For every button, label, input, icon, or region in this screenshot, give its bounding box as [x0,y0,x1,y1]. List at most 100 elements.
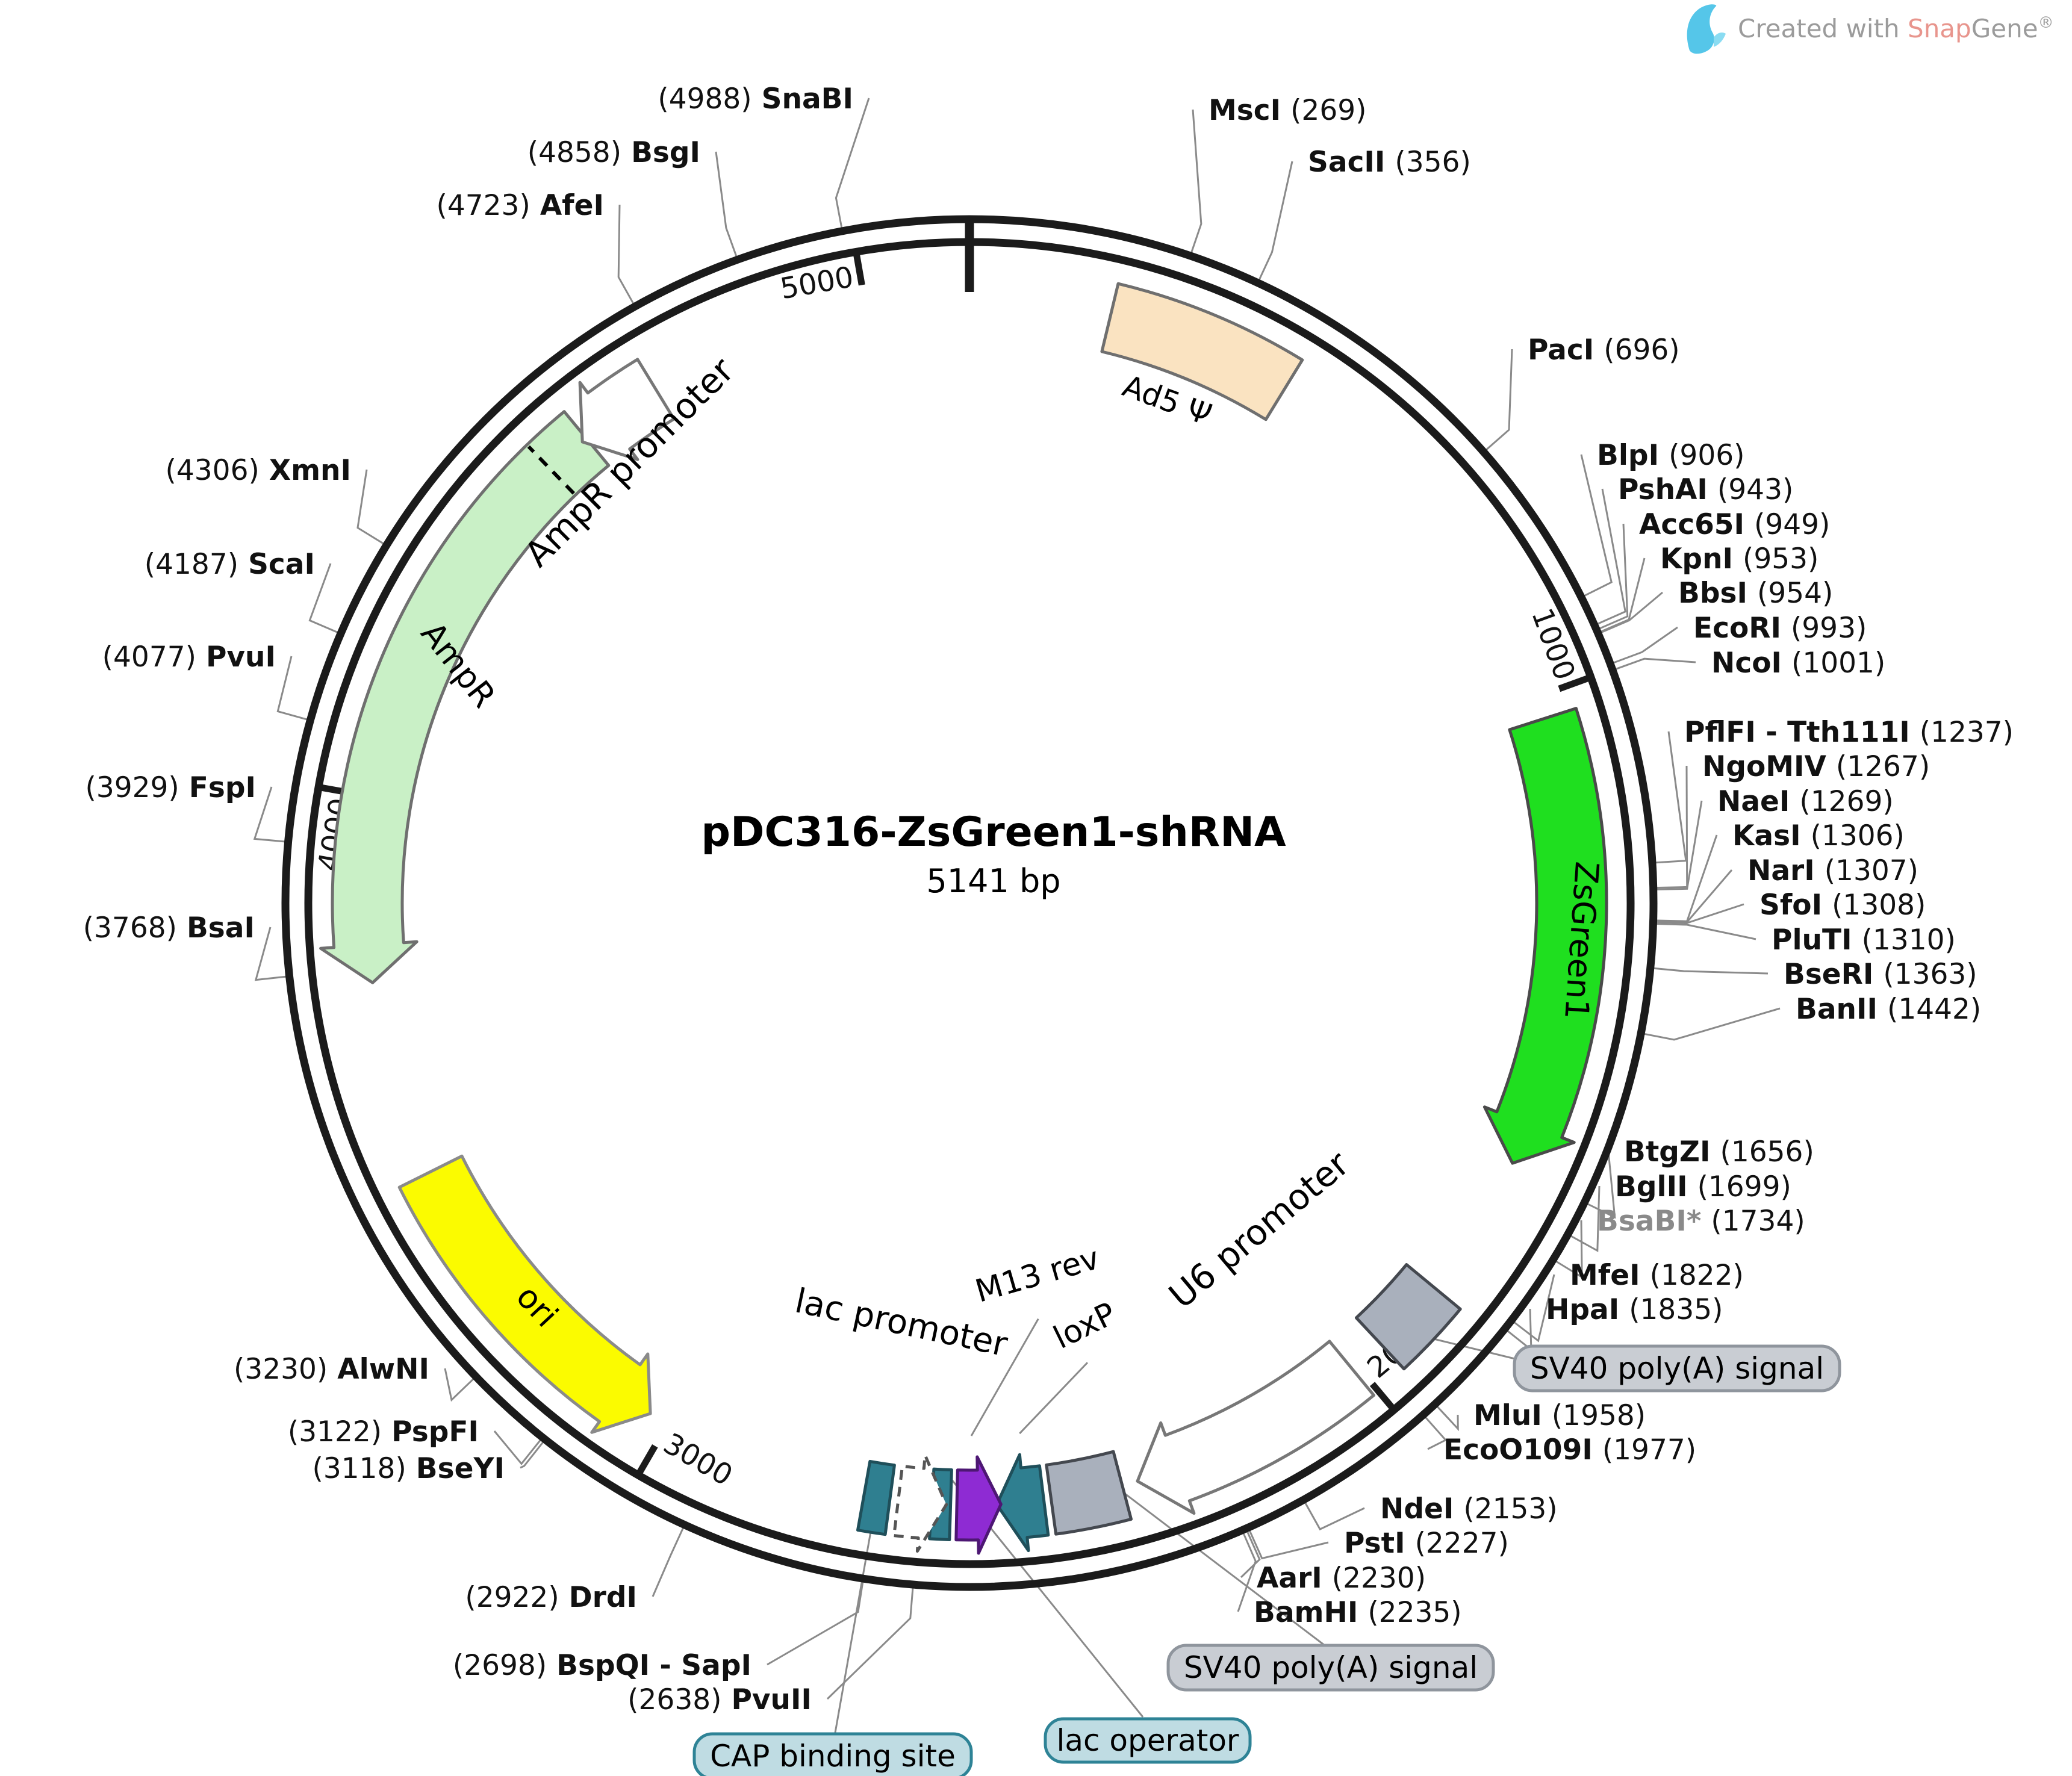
restriction-site-label-BsgI: (4858)BsgI [527,136,700,169]
feature-ampr-promoter [578,358,676,461]
restriction-site-label-PspFI: (3122)PspFI [288,1415,479,1448]
restriction-site-label-BseRI: BseRI(1363) [1784,958,1977,991]
loxp-line [1019,1362,1089,1435]
leader-line-Acc65I [1599,523,1629,630]
site-position: (1310) [1862,924,1956,957]
feature-label-loxp: loxP [1048,1296,1122,1356]
leader-line-PspFI [493,1430,541,1465]
restriction-site-label-BbsI: BbsI(954) [1678,577,1833,610]
feature-sv40-polya-signal-2 [1045,1450,1133,1536]
plasmid-backbone-outer-ring [281,215,1658,1591]
site-position: (1656) [1720,1135,1814,1169]
site-position: (4077) [102,641,196,674]
restriction-site-label-PflFI-Tth111I: PflFI - Tth111I(1237) [1684,716,2014,749]
site-position: (2153) [1463,1492,1557,1526]
plasmid-size: 5141 bp [926,862,1060,900]
feature-label-m13-rev: M13 rev [971,1240,1103,1310]
site-name: XmnI [269,454,351,487]
leader-line-AlwNI [444,1368,474,1402]
restriction-site-label-BamHI: BamHI(2235) [1254,1596,1462,1629]
feature-ampr [319,410,611,984]
site-position: (1977) [1602,1433,1696,1467]
watermark: Created with SnapGene® [1687,4,2054,54]
leader-line-BlpI [1580,454,1613,597]
site-name: NaeI [1717,785,1790,818]
restriction-site-label-PluTI: PluTI (1310) [1772,924,1956,957]
site-name: NdeI [1380,1492,1454,1526]
site-position: (2227) [1415,1527,1509,1560]
site-name: EcoRI [1693,612,1781,645]
leader-line-BtgZI [1587,1150,1616,1219]
tick-3000 [636,1444,658,1474]
leader-line-BbsI [1601,591,1663,633]
restriction-site-label-DrdI: (2922)DrdI [465,1581,637,1614]
site-position: (4306) [166,454,260,487]
site-position: (4723) [437,189,530,222]
feature-loxp [995,1453,1050,1553]
site-position: (1307) [1825,854,1918,887]
site-name: PacI [1528,334,1594,367]
site-position: (356) [1395,146,1470,179]
leader-line-EcoO109I [1425,1417,1448,1450]
site-position: (2922) [465,1581,559,1614]
site-name: SfoI [1759,889,1822,922]
site-position: (943) [1717,473,1793,506]
leader-line-BseRI [1654,967,1769,975]
site-position: (3768) [83,911,177,945]
site-name: SnaBI [762,82,853,116]
leader-line-PflFI-Tth111I [1655,731,1687,864]
site-name: BlpI [1597,439,1659,472]
site-name: KpnI [1660,542,1733,576]
site-position: (4187) [145,548,238,581]
leader-line-SnaBI [835,98,870,228]
site-name: PluTI [1772,924,1852,957]
restriction-site-label-BspQI-SapI: (2698)BspQI - SapI [453,1649,751,1682]
site-name: KasI [1732,819,1801,852]
site-position: (993) [1791,612,1867,645]
site-position: (1822) [1650,1259,1744,1292]
site-position: (1958) [1552,1399,1646,1432]
site-position: (953) [1743,542,1818,576]
restriction-site-label-BlpI: BlpI(906) [1597,439,1744,472]
sv40-polya-label-bottom-box [1166,1644,1495,1692]
feature-ad5-psi [1100,282,1304,421]
site-position: (2638) [627,1683,721,1716]
site-name: BamHI [1254,1596,1358,1629]
site-name: BseRI [1784,958,1873,991]
tick-2000 [1369,1382,1395,1409]
site-name: BsgI [631,136,700,169]
restriction-site-label-SacII: SacII(356) [1308,146,1471,179]
leader-line-DrdI [652,1527,684,1597]
site-name: BsaBI* [1597,1205,1701,1238]
site-name: BglII [1615,1170,1688,1203]
leader-line-PstI [1249,1530,1329,1560]
site-name: BsaI [187,911,255,945]
restriction-site-label-NdeI: NdeI (2153) [1380,1492,1558,1526]
site-position: (1001) [1791,647,1885,680]
site-name: HpaI [1546,1293,1619,1326]
leader-line-SfoI [1657,903,1744,924]
leader-line-BsaI [254,927,286,981]
restriction-site-label-ScaI: (4187)ScaI [145,548,315,581]
restriction-site-label-SfoI: SfoI(1308) [1759,889,1926,922]
site-name: FspI [189,771,256,804]
plasmid-title: pDC316-ZsGreen1-shRNA [701,809,1286,856]
leader-line-PshAI [1597,488,1626,625]
leader-line-NarI [1657,869,1733,924]
feature-u6-promoter [1136,1340,1375,1515]
feature-ori [397,1154,652,1434]
site-name: BbsI [1678,577,1747,610]
site-name: BseYI [416,1452,505,1485]
site-name: BanII [1796,993,1878,1026]
site-position: (3929) [85,771,179,804]
sv40-polya-label-right-box [1513,1344,1841,1393]
site-name: AarI [1257,1562,1322,1595]
restriction-site-label-NaeI: NaeI(1269) [1717,785,1894,818]
tick-label-3000: 3000 [658,1427,738,1493]
site-name: PvuII [731,1683,812,1716]
restriction-site-label-FspI: (3929) FspI [85,771,256,804]
restriction-site-label-XmnI: (4306) XmnI [166,454,351,487]
site-position: (949) [1754,508,1830,541]
